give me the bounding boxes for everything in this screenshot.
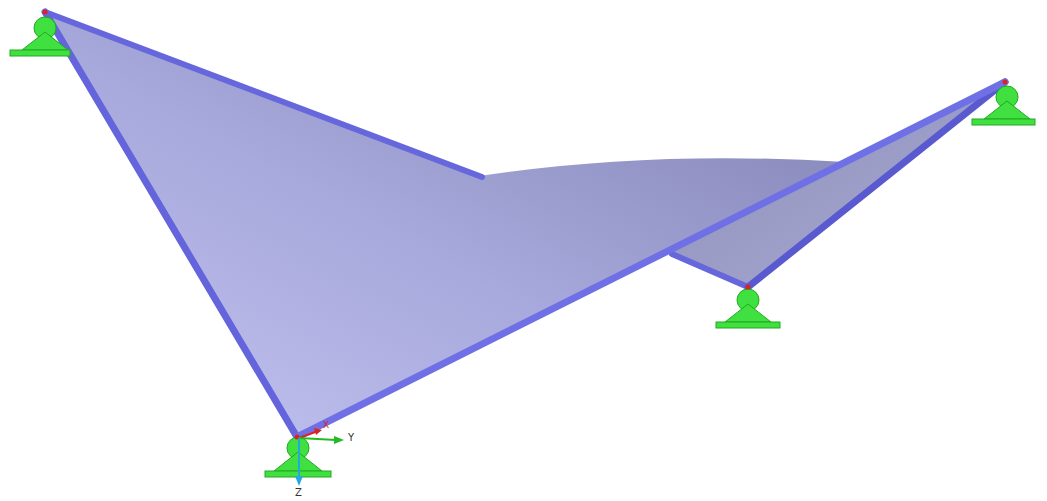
- axis-label: Y: [348, 433, 354, 443]
- edge-beam: [672, 254, 748, 287]
- support-symbol: [10, 17, 70, 56]
- node-dot: [43, 10, 1008, 440]
- edge-beam: [45, 12, 482, 177]
- axis-label: X: [323, 421, 329, 430]
- edge-beam: [748, 82, 1005, 287]
- edge-beam: [45, 12, 297, 437]
- axis-triad: [295, 428, 344, 486]
- support-symbol: [972, 86, 1035, 125]
- axis-label: Z: [295, 488, 302, 498]
- support-symbol: [716, 289, 780, 328]
- support-symbol: [265, 437, 331, 477]
- edge-beam: [297, 82, 1005, 437]
